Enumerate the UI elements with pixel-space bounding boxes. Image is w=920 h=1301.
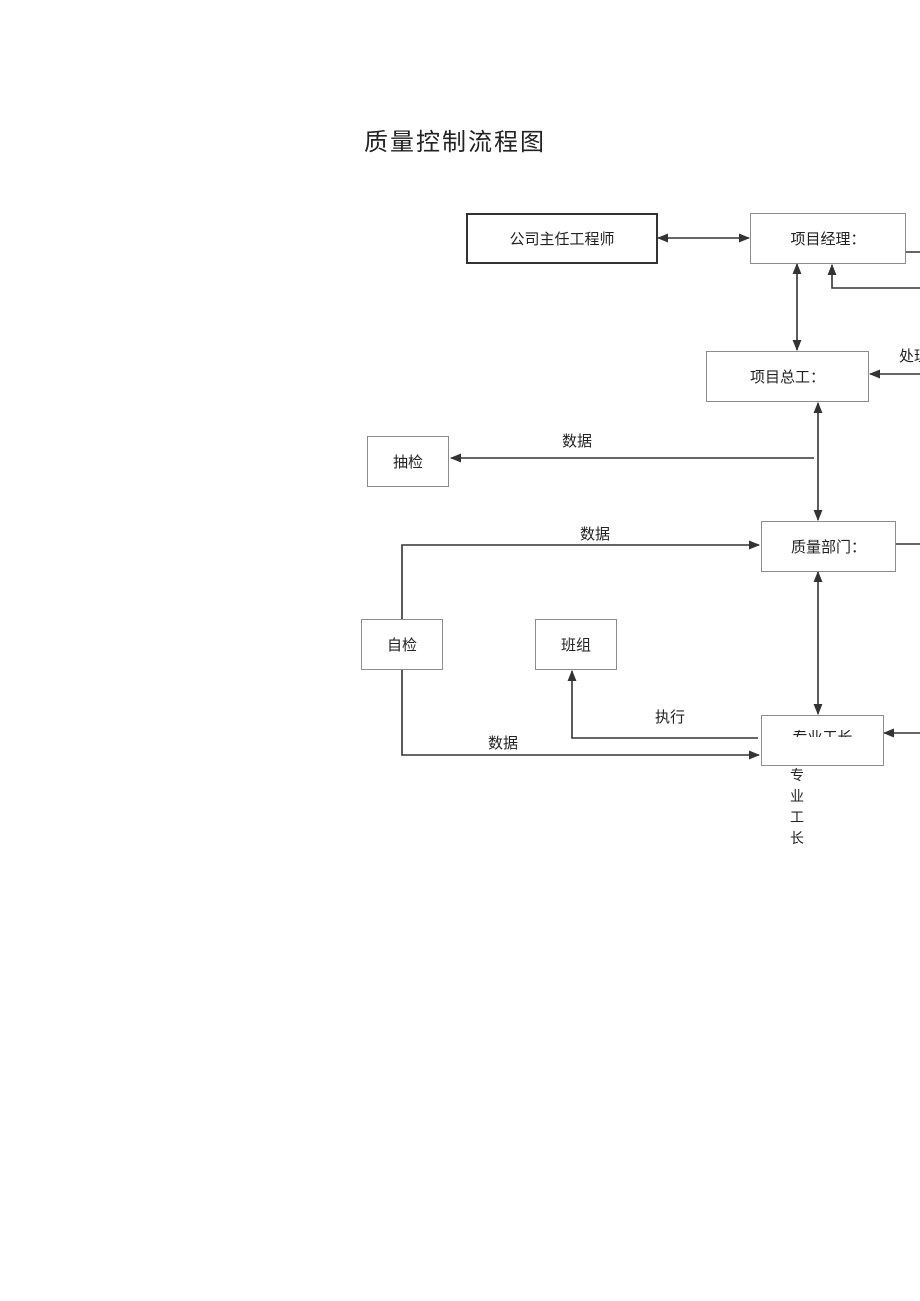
node-project-manager-label: 项目经理： [790, 230, 866, 248]
node-spot-check: 抽检 [367, 436, 449, 487]
foreman-vertical-char: 长 [790, 831, 804, 847]
node-quality-dept: 质量部门： [761, 521, 896, 572]
node-team: 班组 [535, 619, 617, 670]
node-self-check: 自检 [361, 619, 443, 670]
foreman-vertical-label: 专 业 工 长 [788, 766, 806, 850]
edge-label-execute: 执行 [655, 708, 686, 726]
node-project-chief: 项目总工： [706, 351, 869, 402]
edge-execute-team [567, 669, 758, 739]
page-title: 质量控制流程图 [364, 128, 546, 156]
edge-selfcheck-quality [401, 540, 761, 620]
node-project-manager: 项目经理： [750, 213, 906, 264]
edge-label-data-foreman: 数据 [488, 734, 519, 752]
node-project-chief-label: 项目总工： [749, 368, 825, 386]
edge-label-handle: 处理 [899, 347, 920, 365]
node-chief-engineer-label: 公司主任工程师 [509, 230, 615, 248]
node-chief-engineer: 公司主任工程师 [466, 213, 658, 264]
edge-label-data-spotcheck: 数据 [562, 432, 593, 450]
edge-selfcheck-foreman [401, 670, 761, 760]
node-self-check-label: 自检 [386, 636, 417, 654]
node-spot-check-label: 抽检 [392, 453, 423, 471]
edge-label-data-quality: 数据 [580, 525, 611, 543]
edge-right-to-manager [827, 263, 920, 289]
node-team-label: 班组 [560, 636, 591, 654]
foreman-vertical-char: 业 [790, 789, 804, 805]
node-quality-dept-label: 质量部门： [790, 538, 866, 556]
foreman-vertical-char: 专 [790, 768, 804, 784]
foreman-vertical-char: 工 [790, 810, 804, 826]
